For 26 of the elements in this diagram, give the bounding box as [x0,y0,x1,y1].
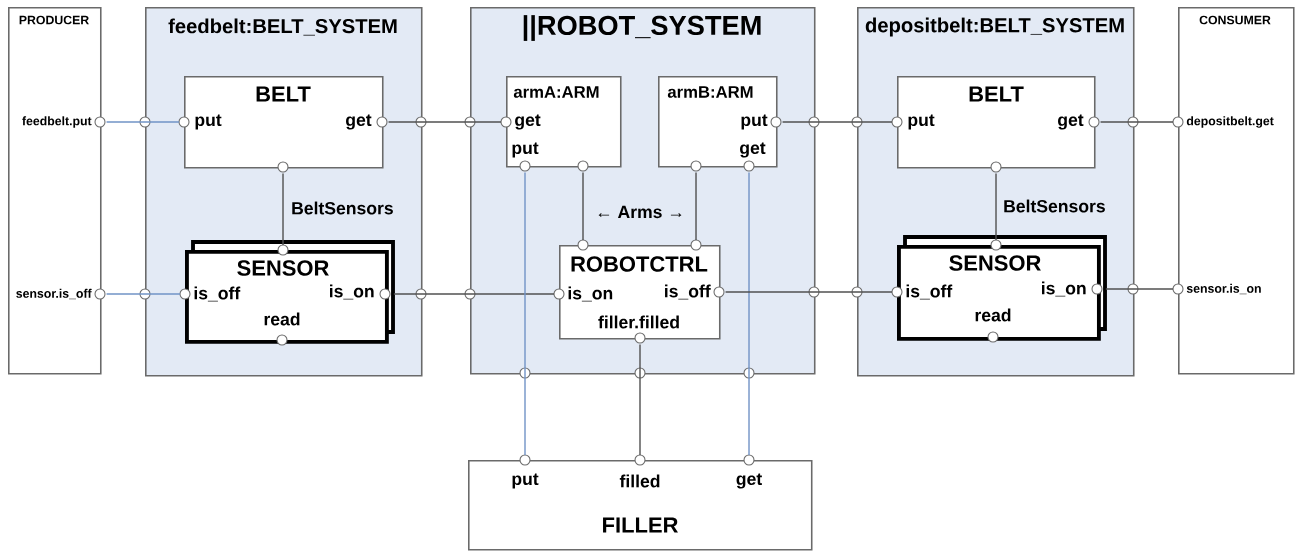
connector [105,121,180,123]
actor-box: PRODUCER feedbelt.put sensor.is_off [8,7,106,375]
component-box: ROBOTCTRL is_on is_off filler.filled [553,239,725,344]
component-box: armA:ARM get put [500,76,622,172]
connector [748,171,750,456]
component-box: BELT put get [178,76,388,173]
connector [781,121,893,123]
component-box: armB:ARM put get [658,76,782,172]
sensor-stack-box: SENSOR is_off is_on read [891,235,1107,343]
connector [282,172,284,246]
connector [995,172,997,241]
connector [105,293,181,295]
sensor-stack-box: SENSOR is_off is_on read [179,240,395,346]
connector [639,343,641,456]
component-box: put filled get FILLER [468,454,813,551]
connector [387,121,502,123]
connector [524,171,526,456]
component-box: BELT put get [891,76,1100,173]
connector [393,293,555,295]
connector [724,291,893,293]
connector [1105,288,1174,290]
connector-label: ← Arms → [598,205,682,219]
connector [582,171,584,241]
actor-box: CONSUMER depositbelt.get sensor.is_on [1172,7,1295,375]
connector [1099,121,1174,123]
connector [695,171,697,241]
